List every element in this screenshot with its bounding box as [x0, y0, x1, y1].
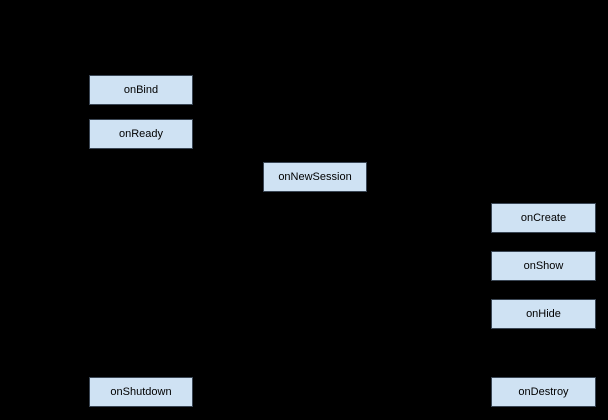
- diagram-node-onbind: onBind: [89, 75, 193, 105]
- diagram-node-onhide: onHide: [491, 299, 596, 329]
- diagram-node-oncreate: onCreate: [491, 203, 596, 233]
- diagram-node-ondestroy: onDestroy: [491, 377, 596, 407]
- diagram-node-onshow: onShow: [491, 251, 596, 281]
- diagram-node-onready: onReady: [89, 119, 193, 149]
- diagram-node-onnewsession: onNewSession: [263, 162, 367, 192]
- diagram-node-onshutdown: onShutdown: [89, 377, 193, 407]
